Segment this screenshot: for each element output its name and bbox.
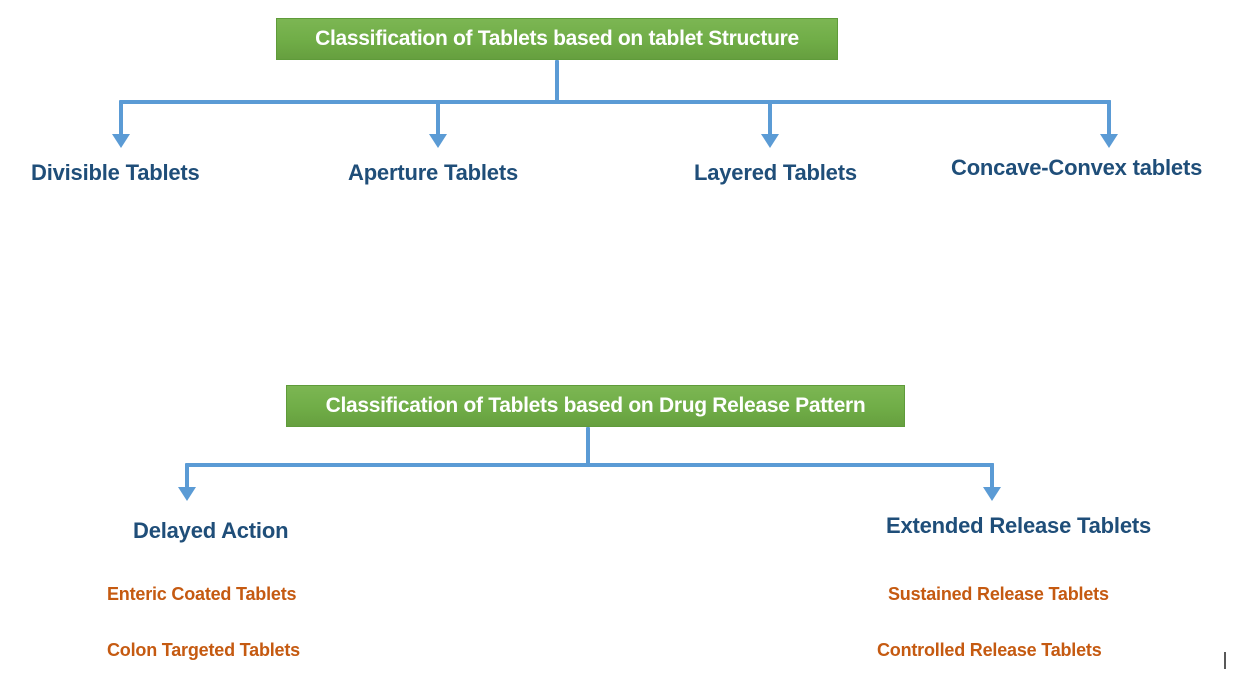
arrow-down-icon-extended-release xyxy=(983,487,1001,501)
connector-branch-divisible xyxy=(119,100,123,136)
node-label-divisible-tablets: Divisible Tablets xyxy=(31,160,200,185)
node-label-aperture-tablets: Aperture Tablets xyxy=(348,160,518,185)
connector-branch-aperture xyxy=(436,100,440,136)
sub-label-sustained-release-tablets: Sustained Release Tablets xyxy=(888,584,1109,604)
node-label-delayed-action: Delayed Action xyxy=(133,518,289,543)
connector-stem-release xyxy=(586,427,590,467)
text-caret xyxy=(1224,652,1226,669)
connector-stem-structure xyxy=(555,60,559,104)
heading-box-tablet-structure: Classification of Tablets based on table… xyxy=(276,18,838,60)
node-label-layered-tablets: Layered Tablets xyxy=(694,160,857,185)
node-label-concave-convex-tablets: Concave-Convex tablets xyxy=(951,155,1203,180)
heading-box-drug-release-pattern: Classification of Tablets based on Drug … xyxy=(286,385,905,427)
connector-bus-structure xyxy=(121,100,1111,104)
sub-label-colon-targeted-tablets: Colon Targeted Tablets xyxy=(107,640,300,660)
arrow-down-icon-concave-convex xyxy=(1100,134,1118,148)
connector-branch-layered xyxy=(768,100,772,136)
connector-bus-release xyxy=(187,463,994,467)
arrow-down-icon-divisible xyxy=(112,134,130,148)
connector-branch-concave-convex xyxy=(1107,100,1111,136)
arrow-down-icon-layered xyxy=(761,134,779,148)
connector-branch-extended-release xyxy=(990,463,994,489)
arrow-down-icon-aperture xyxy=(429,134,447,148)
sub-label-controlled-release-tablets: Controlled Release Tablets xyxy=(877,640,1102,660)
sub-label-enteric-coated-tablets: Enteric Coated Tablets xyxy=(107,584,297,604)
node-label-extended-release-tablets: Extended Release Tablets xyxy=(886,513,1152,538)
connector-branch-delayed-action xyxy=(185,463,189,489)
arrow-down-icon-delayed-action xyxy=(178,487,196,501)
